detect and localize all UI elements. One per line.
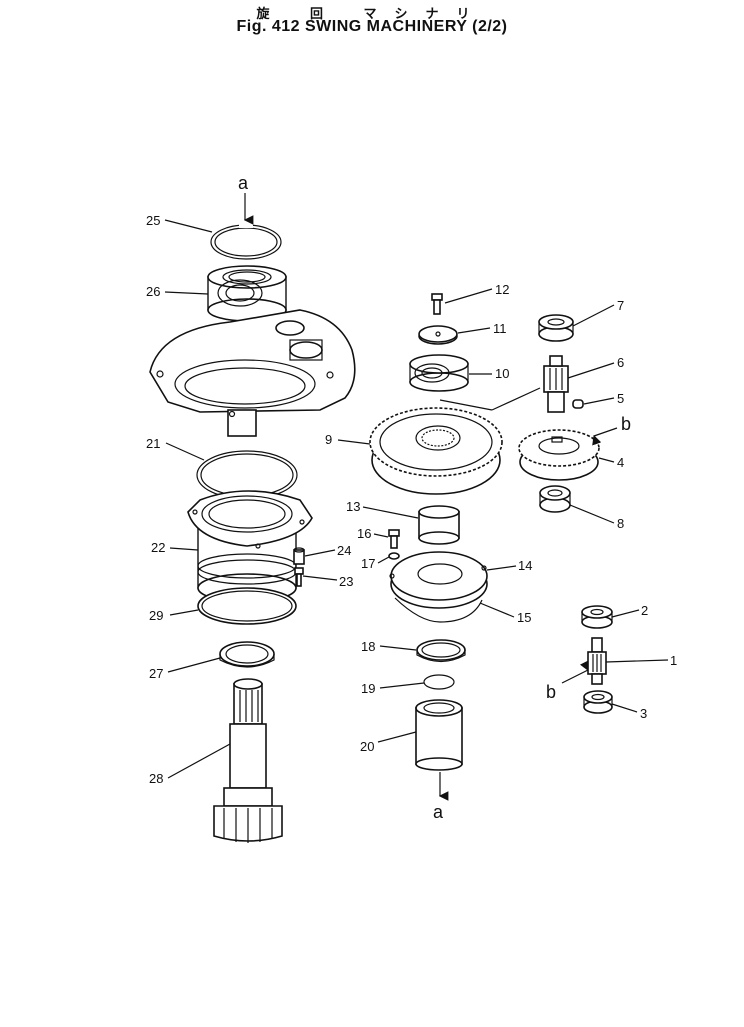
reference-letter-b-right: b [621,414,631,434]
sleeve-part-20 [415,699,463,771]
bearing-part-27 [219,641,275,668]
japanese-title: 旋 回 マシナリ [256,7,488,22]
part-number-4: 4 [617,455,624,470]
part-number-labels: 25 26 21 22 29 27 28 24 23 12 11 10 9 13… [146,213,677,786]
bearing-part-26 [207,265,287,322]
part-number-10: 10 [495,366,509,381]
leader-lines [164,219,669,779]
o-ring-part-19 [423,674,455,690]
plug-part-24 [293,547,305,565]
part-number-6: 6 [617,355,624,370]
part-number-16: 16 [357,526,371,541]
reference-letter-a-top: a [238,173,249,193]
part-number-1: 1 [670,653,677,668]
shaft-part-1 [587,637,607,685]
part-number-13: 13 [346,499,360,514]
part-number-7: 7 [617,298,624,313]
key-part-5 [572,399,584,409]
part-number-3: 3 [640,706,647,721]
swing-housing [149,309,356,437]
bearing-part-3 [583,690,613,714]
o-ring-part-15 [394,597,483,623]
shaft-part-6 [543,355,569,413]
reference-letter-a-bottom: a [433,802,444,822]
part-number-28: 28 [149,771,163,786]
pinion-shaft-part-28 [213,678,283,843]
ring-part-29 [197,587,297,625]
part-number-8: 8 [617,516,624,531]
part-number-11: 11 [493,321,507,336]
bolt-part-12 [431,293,443,315]
part-number-25: 25 [146,213,160,228]
reference-arrow-b-left [561,660,589,684]
washer-part-17 [388,552,400,560]
reference-letter-b-left: b [546,682,556,702]
bearing-part-2 [581,605,613,629]
part-number-19: 19 [361,681,375,696]
plate-part-11 [418,325,458,345]
ring-part-18 [416,639,466,663]
part-number-23: 23 [339,574,353,589]
part-number-26: 26 [146,284,160,299]
bearing-part-10 [409,354,469,392]
collar-part-13 [418,505,460,545]
bearing-part-8 [539,485,571,513]
part-number-21: 21 [146,436,160,451]
reference-arrow-b-right [592,427,618,446]
part-number-2: 2 [641,603,648,618]
part-number-9: 9 [325,432,332,447]
part-number-17: 17 [361,556,375,571]
gear-part-9 [369,407,503,495]
part-number-18: 18 [361,639,375,654]
part-number-22: 22 [151,540,165,555]
case-part-22 [187,490,313,603]
part-number-24: 24 [337,543,351,558]
part-number-12: 12 [495,282,509,297]
bearing-part-7 [538,314,574,342]
part-number-29: 29 [149,608,163,623]
part-number-14: 14 [518,558,532,573]
bolt-part-23 [294,567,304,587]
part-number-5: 5 [617,391,624,406]
part-number-15: 15 [517,610,531,625]
part-number-27: 27 [149,666,163,681]
part-number-20: 20 [360,739,374,754]
snap-ring-part-25 [210,222,282,260]
plate-part-14 [389,551,488,609]
bolt-part-16 [388,529,400,549]
figure-title: Fig. 412 SWING MACHINERY (2/2) [236,18,508,35]
gear-part-4 [518,429,600,481]
